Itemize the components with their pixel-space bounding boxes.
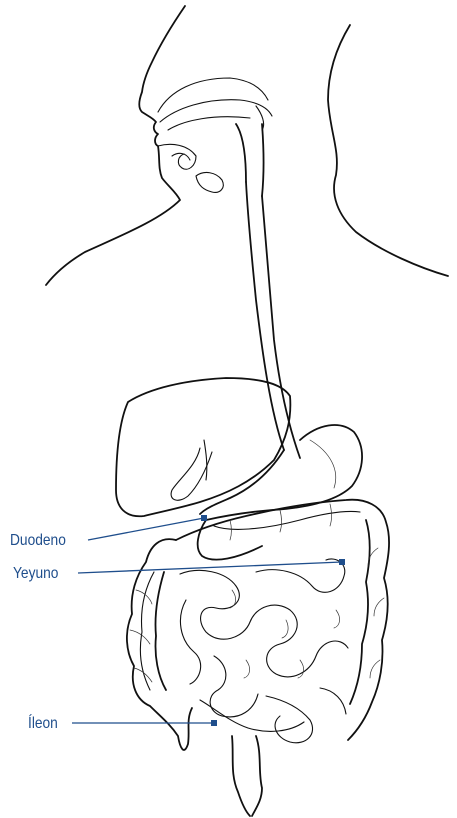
large-intestine bbox=[127, 500, 389, 750]
head-neck-outline bbox=[46, 6, 448, 285]
yeyuno-leader-dot bbox=[339, 559, 345, 565]
ileon-leader-dot bbox=[211, 720, 217, 726]
esophagus bbox=[246, 182, 300, 458]
yeyuno-label: Yeyuno bbox=[13, 566, 58, 582]
duodeno-leader-line bbox=[88, 518, 204, 540]
leader-lines bbox=[72, 515, 345, 726]
duodeno-leader-dot bbox=[201, 515, 207, 521]
duodeno-label: Duodeno bbox=[10, 533, 66, 549]
rectum bbox=[232, 736, 262, 816]
duodenum bbox=[198, 511, 360, 559]
ileon-label: Íleon bbox=[28, 716, 58, 732]
liver bbox=[116, 378, 290, 516]
small-intestine bbox=[180, 559, 348, 743]
